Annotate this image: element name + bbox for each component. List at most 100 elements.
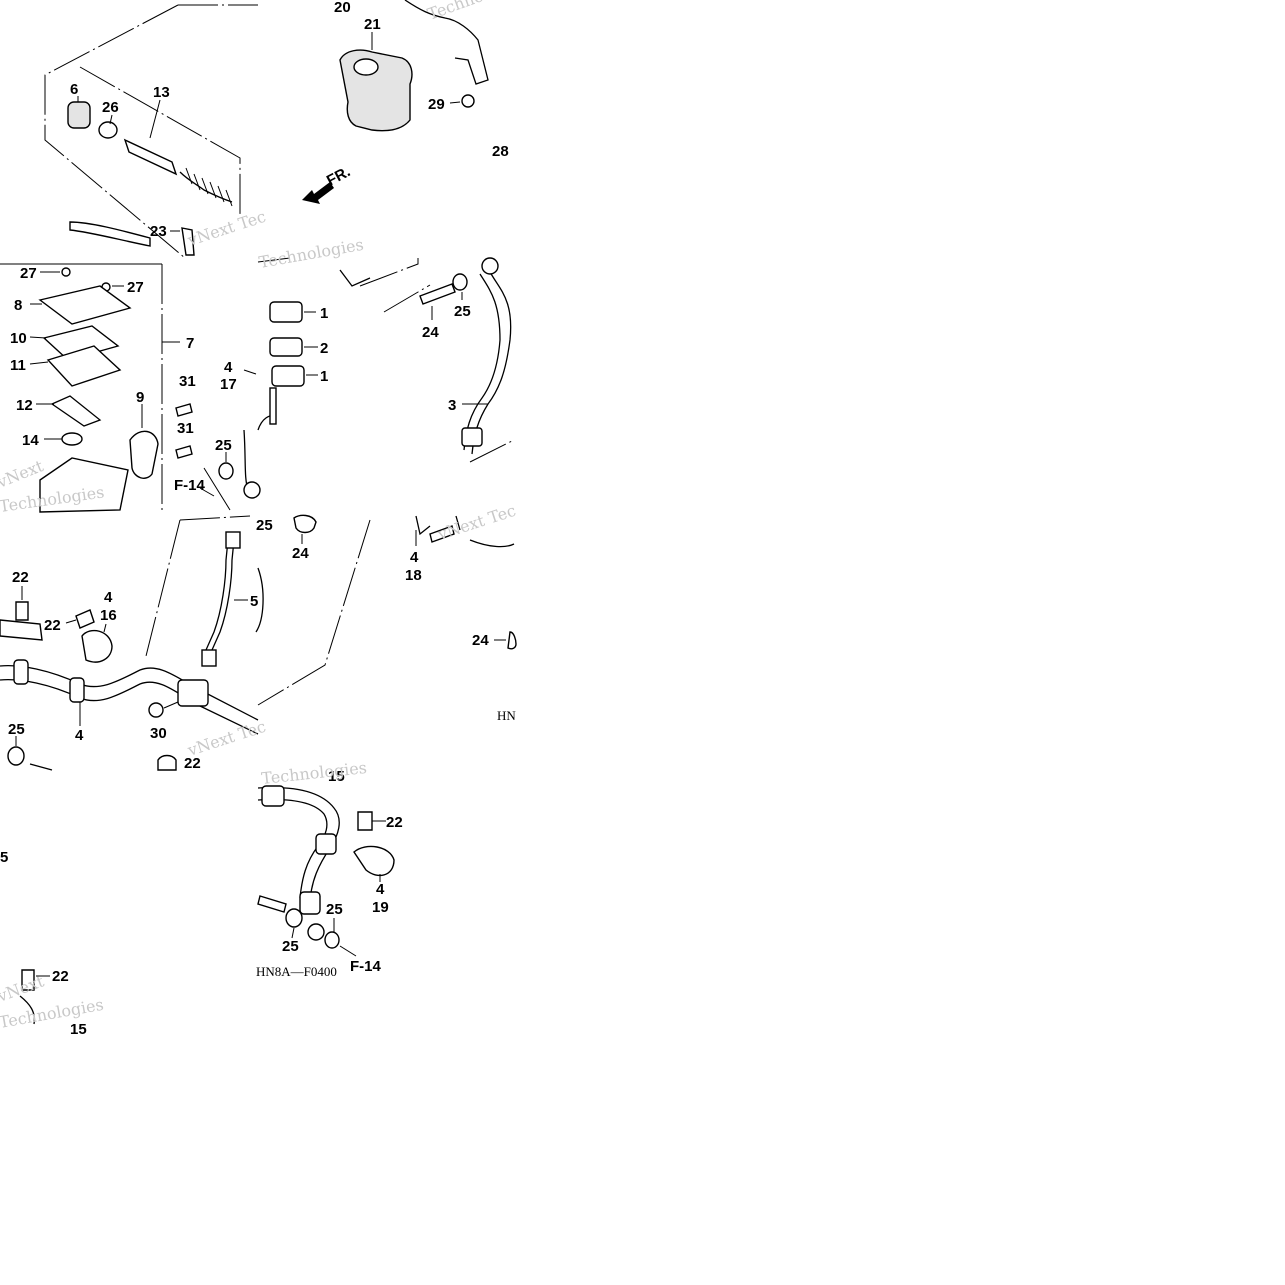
watermark-9: vNext (0, 971, 47, 1006)
label-1a: 1 (320, 305, 328, 322)
label-15b: 15 (70, 1021, 87, 1038)
label-22c: 22 (184, 755, 201, 772)
label-27b: 27 (127, 279, 144, 296)
label-14: 14 (22, 432, 39, 449)
tile-brake-pipe: 5 25 24 (145, 514, 371, 706)
label-2: 2 (320, 340, 328, 357)
watermark-8: Technologies (260, 758, 367, 788)
label-6: 6 (70, 81, 78, 98)
part-13-piston (123, 138, 178, 176)
part-31-bolt-b (175, 445, 193, 459)
part-4-hose-upper (0, 664, 259, 721)
label-7: 7 (186, 335, 194, 352)
watermark-2: Technologies (425, 0, 531, 24)
label-3: 3 (448, 397, 456, 414)
part-22-bolt-d (357, 811, 373, 831)
part-12-clip (50, 395, 102, 427)
part-25-washer-b (452, 273, 468, 291)
part-3-hose (471, 271, 512, 455)
part-2-switch (269, 337, 303, 357)
tile-upper-hose: 24 25 3 (383, 257, 515, 463)
tile-lower-hose: 15 22 4 19 25 25 F-14 HN8A—F0400 Technol… (256, 758, 403, 979)
watermark-5: Technologies (257, 235, 365, 272)
ref-f14-b: F-14 (350, 958, 382, 975)
label-4a: 4 (224, 359, 233, 376)
label-24c: 24 (472, 632, 489, 649)
label-22d: 22 (386, 814, 403, 831)
banjo-bolt-lower (257, 895, 287, 913)
part-3-hose-b (463, 273, 501, 451)
part-6-boot (67, 101, 91, 129)
part-26-washer (98, 121, 118, 139)
label-10: 10 (10, 330, 27, 347)
part-9-holder (129, 430, 159, 479)
label-19: 19 (372, 899, 389, 916)
label-17: 17 (220, 376, 237, 393)
part-15-hose-a (257, 786, 340, 901)
reservoir-cap (353, 58, 379, 76)
hose-joint (177, 679, 209, 707)
part-13-spring (179, 171, 233, 203)
tile-master-cylinder-internals: 6 26 13 23 (44, 4, 258, 259)
brake-lever (69, 221, 151, 247)
pedal-arm (404, 0, 489, 85)
part-24-bolt-a (419, 283, 456, 305)
label-24b: 24 (292, 545, 309, 562)
hose-ring-c (261, 785, 285, 807)
part-30-bolt (148, 702, 164, 718)
label-18: 18 (405, 567, 422, 584)
watermark-6: vNext Tec (434, 501, 518, 544)
master-cylinder-body (39, 457, 129, 513)
part-22-bolt-e (21, 969, 35, 991)
banjo-bolt (269, 387, 277, 425)
part-14-washer (61, 432, 83, 446)
label-27a: 27 (20, 265, 37, 282)
hose-ring-d (315, 833, 337, 855)
label-9: 9 (136, 389, 144, 406)
label-26: 26 (102, 99, 119, 116)
part-1-switch-b (271, 365, 305, 387)
hose-upper-b (243, 429, 249, 491)
label-5: 5 (250, 593, 258, 610)
part-4-hose-lower (0, 678, 259, 735)
tile-main-hose: 22 22 4 16 25 4 30 22 vNext Tec (0, 569, 268, 772)
part-16-clamp (81, 629, 113, 663)
label-21: 21 (364, 16, 381, 33)
diagram-code-partial: HN (497, 708, 516, 723)
hose-fitting-a (461, 427, 483, 447)
part-1-switch-a (269, 301, 303, 323)
part-22-bolt-b (75, 609, 95, 629)
label-25a: 25 (215, 437, 232, 454)
hose-ring-b (69, 677, 85, 703)
watermark-1: vNext Tec (184, 207, 268, 250)
label-25c: 25 (256, 517, 273, 534)
label-22e: 22 (52, 968, 69, 985)
part-29-nut (461, 94, 475, 108)
part-15-hose-b (257, 798, 328, 899)
label-25d: 25 (8, 721, 25, 738)
tile-master-cylinder-cover: 27 27 8 10 11 12 14 9 7 vNext Technologi… (0, 263, 194, 516)
part-8-cover (38, 285, 132, 325)
part-24-nut (293, 514, 317, 534)
label-25b: 25 (454, 303, 471, 320)
label-13: 13 (153, 84, 170, 101)
label-22a: 22 (12, 569, 29, 586)
label-5b: 5 (0, 849, 8, 866)
label-31b: 31 (177, 420, 194, 437)
label-4d: 4 (75, 727, 84, 744)
clamp-a (0, 619, 43, 641)
label-28: 28 (492, 143, 509, 160)
label-4c: 4 (104, 589, 113, 606)
label-20: 20 (334, 0, 351, 16)
part-23-bolt (181, 227, 195, 256)
tile-switches: 31 31 25 4 17 1 2 1 F-14 Technologies (174, 235, 419, 511)
part-25-washer-d (7, 746, 25, 766)
hose-ring-e (299, 891, 321, 915)
part-25-washer-f (324, 931, 340, 949)
label-22b: 22 (44, 617, 61, 634)
part-25-washer-a (218, 462, 234, 480)
label-8: 8 (14, 297, 22, 314)
label-24a: 24 (422, 324, 439, 341)
label-12: 12 (16, 397, 33, 414)
